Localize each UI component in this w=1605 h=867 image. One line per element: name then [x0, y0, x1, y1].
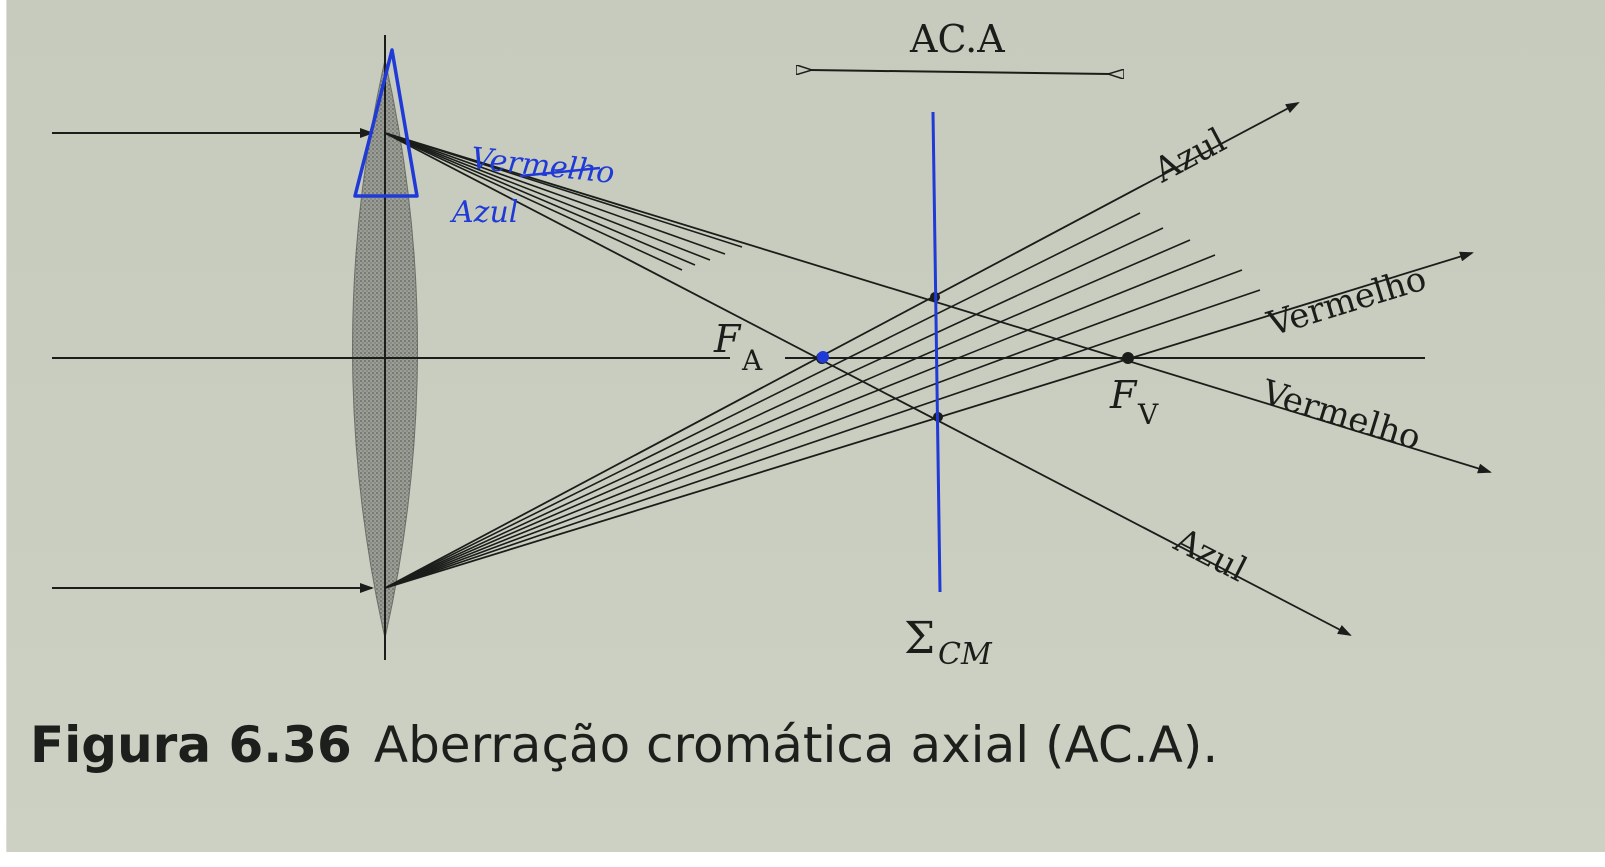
ray-label-red-upper: Vermelho [1262, 259, 1431, 345]
handwritten-blue-note: Azul [449, 195, 518, 230]
upper-ray-fan [384, 132, 743, 271]
page-bottom-margin [0, 852, 1605, 867]
plane-subscript: CM [938, 637, 993, 672]
aca-label: AC.A [909, 17, 1005, 61]
focus-red-label: F [1109, 373, 1138, 417]
lower-ray-fan [384, 212, 1261, 589]
handdrawn-focus-dot [817, 351, 829, 363]
figure-number: Figura 6.36 [30, 716, 352, 774]
focus-blue-subscript: A [741, 344, 763, 377]
ray-bottom-blue [384, 102, 1300, 589]
ray-label-red-lower: Vermelho [1256, 372, 1425, 458]
figure-caption: Figura 6.36 Aberração cromática axial (AC… [30, 716, 1410, 774]
ray-top-red [384, 132, 1492, 474]
ray-bottom-red [384, 251, 1474, 589]
handwritten-red-note: Vermelho [469, 141, 616, 191]
ray-label-blue-upper: Azul [1147, 120, 1233, 191]
focus-red-point [1122, 352, 1134, 364]
handdrawn-prism [353, 48, 419, 198]
focus-blue-label: F [713, 317, 742, 361]
handwritten-red-underline [519, 166, 601, 178]
focus-red-subscript: V [1137, 398, 1159, 431]
figure-caption-text: Aberração cromática axial (AC.A). [373, 716, 1219, 774]
handdrawn-plane-mark [931, 111, 942, 593]
ray-top-blue [384, 132, 1352, 636]
plane-label: Σ [904, 613, 935, 664]
aca-double-arrow [810, 70, 1110, 74]
ray-label-blue-lower: Azul [1167, 520, 1253, 590]
page-margin [0, 0, 7, 867]
